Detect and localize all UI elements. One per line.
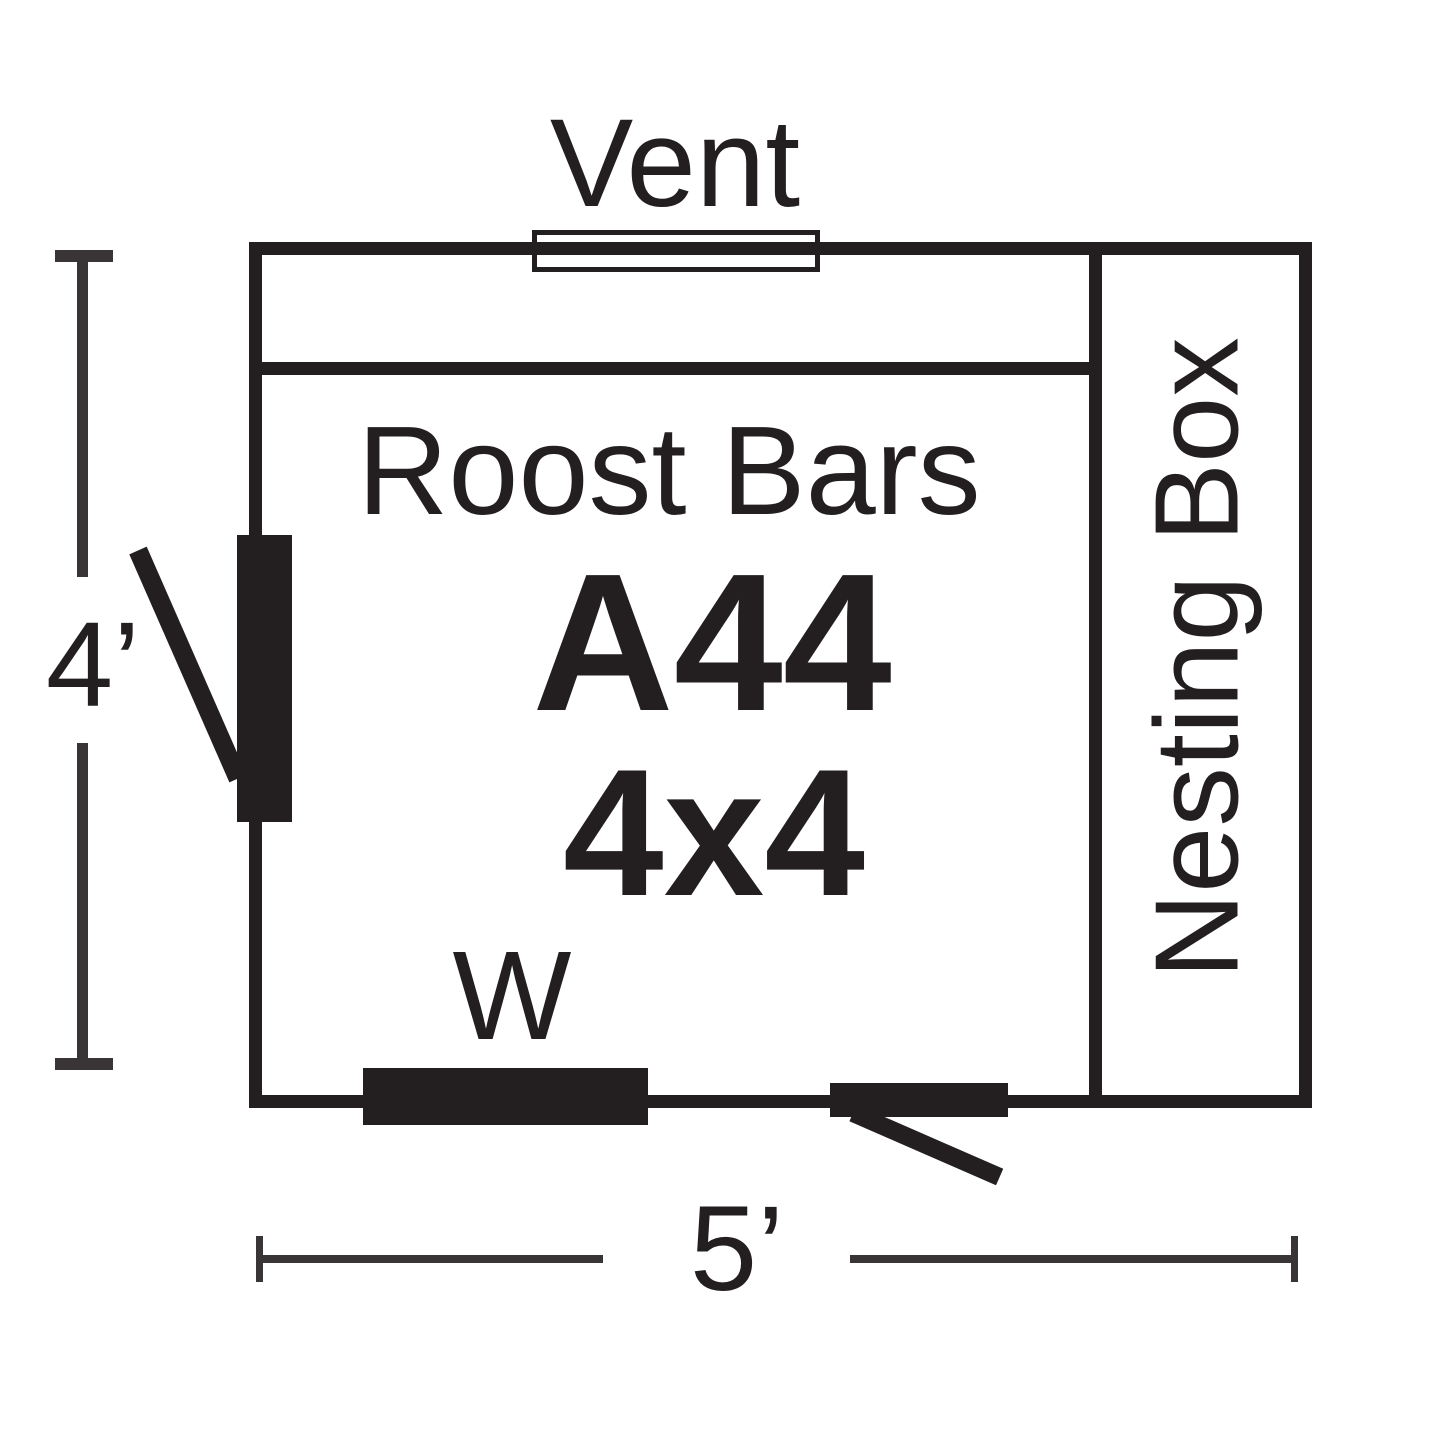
roost-bars-label: Roost Bars [357,400,981,541]
roost-area-divider-wall [249,362,1102,375]
nesting-box-wall [1089,242,1102,1108]
width-dimension-right-tick [1291,1236,1298,1282]
footprint-label: 4x4 [563,732,865,934]
window-opening [363,1068,648,1125]
left-door-leaf [237,535,292,822]
height-dimension-upper-line [77,256,88,577]
height-dimension-label: 4’ [45,596,141,732]
width-dimension-left-line [256,1255,603,1263]
width-dimension-label: 5’ [689,1180,785,1316]
height-dimension-bottom-cap [55,1058,113,1070]
window-label: W [452,925,572,1066]
vent-wall-segment [528,242,824,255]
height-dimension-lower-line [77,743,88,1058]
nesting-box-label: Nesting Box [1130,337,1264,979]
vent-label: Vent [549,94,801,233]
left-door-swing-line [129,546,247,783]
model-label: A44 [532,533,892,752]
width-dimension-right-line [850,1255,1294,1263]
